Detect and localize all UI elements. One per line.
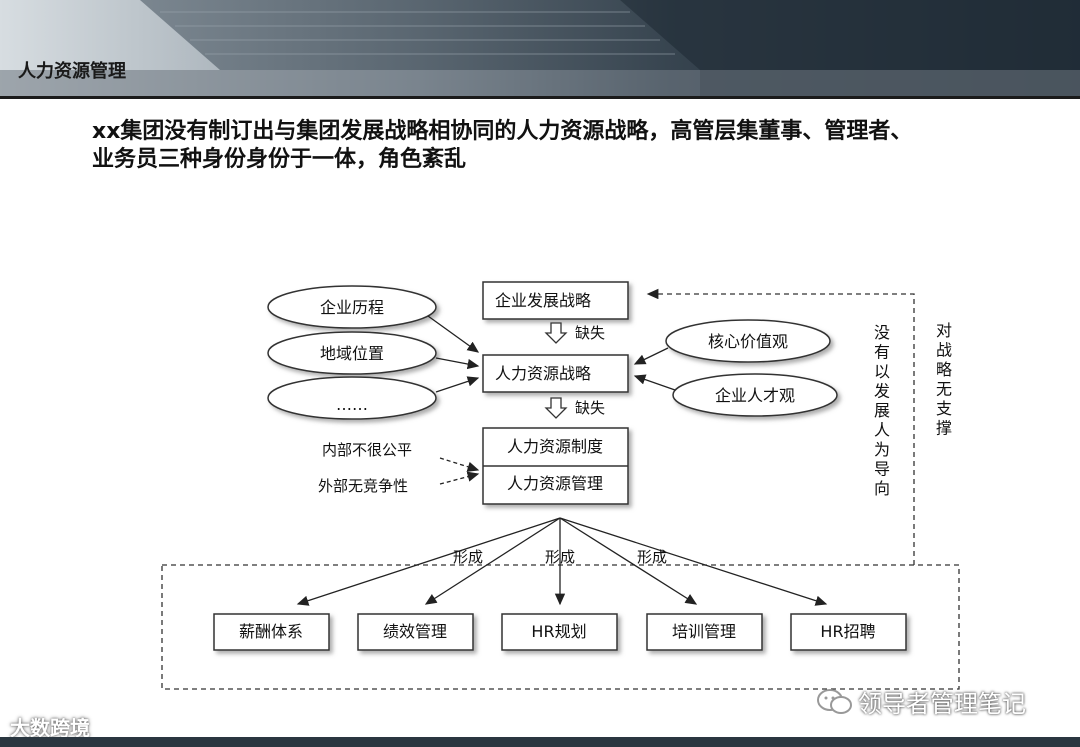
- footer-bar: [0, 737, 1080, 747]
- svg-text:企业发展战略: 企业发展战略: [495, 291, 591, 310]
- form-label: 形成: [637, 548, 667, 566]
- external-label: 外部无竞争性: [318, 477, 408, 495]
- arrow-location: [435, 357, 480, 370]
- branch-arrow: [424, 517, 561, 605]
- arrow-history: [427, 315, 480, 353]
- feedback-line: [646, 288, 915, 565]
- internal-label: 内部不很公平: [322, 441, 412, 459]
- box-enterprise-strategy: 企业发展战略: [482, 281, 629, 320]
- svg-text:HR招聘: HR招聘: [820, 622, 875, 641]
- ellipse-label: ……: [336, 395, 368, 414]
- svg-text:绩效管理: 绩效管理: [383, 622, 447, 641]
- box-compensation: 薪酬体系: [213, 613, 330, 651]
- vertical-text-no-support: 对战略无支撑: [936, 321, 952, 438]
- ellipse-label: 企业人才观: [715, 386, 795, 405]
- ellipse-core-values: 核心价值观: [665, 319, 831, 363]
- svg-text:人力资源制度: 人力资源制度: [507, 437, 603, 456]
- box-hr-system: 人力资源制度 人力资源管理: [482, 427, 629, 505]
- watermark-right: 领导者管理笔记: [816, 684, 1026, 719]
- wechat-icon: [817, 688, 852, 714]
- svg-text:人力资源管理: 人力资源管理: [507, 474, 603, 493]
- missing-label: 缺失: [575, 399, 605, 417]
- svg-text:培训管理: 培训管理: [672, 622, 736, 641]
- box-hr-planning: HR规划: [501, 613, 618, 651]
- missing-label: 缺失: [575, 324, 605, 342]
- header-divider: [0, 96, 1080, 99]
- ellipse-location: 地域位置: [267, 331, 437, 375]
- ellipse-company-history: 企业历程: [267, 285, 437, 329]
- laptop-photo: [0, 0, 1080, 98]
- box-performance: 绩效管理: [357, 613, 474, 651]
- box-hr-strategy: 人力资源战略: [482, 354, 629, 393]
- arrow-external: [439, 471, 480, 485]
- missing-arrow-1: 缺失: [544, 322, 605, 344]
- ellipse-label: 地域位置: [320, 344, 384, 363]
- form-label: 形成: [453, 548, 483, 566]
- vertical-text-no-people-orientation: 没有以发展人为导向: [874, 323, 890, 498]
- svg-text:人力资源战略: 人力资源战略: [495, 364, 591, 383]
- arrow-core-values: [633, 347, 669, 365]
- ellipse-etc: ……: [267, 376, 437, 420]
- heading-line-2: 业务员三种身份身份于一体，角色紊乱: [92, 147, 467, 172]
- branch-arrow: [559, 517, 698, 605]
- box-recruitment: HR招聘: [790, 613, 907, 651]
- ellipse-label: 企业历程: [320, 298, 384, 317]
- box-training: 培训管理: [646, 613, 763, 651]
- arrow-etc: [435, 376, 480, 393]
- ellipse-label: 核心价值观: [708, 332, 788, 351]
- watermark-left-text: 大数跨境: [10, 716, 90, 740]
- svg-text:HR规划: HR规划: [531, 622, 586, 641]
- svg-text:薪酬体系: 薪酬体系: [239, 622, 303, 641]
- header-banner: 人力资源管理: [0, 0, 1080, 98]
- watermark-left: 大数跨境: [10, 712, 90, 741]
- branch-arrow: [559, 517, 828, 606]
- watermark-right-text: 领导者管理笔记: [858, 690, 1026, 718]
- vertical-text: 对战略无支撑: [936, 321, 952, 438]
- arrow-talent-view: [633, 374, 676, 391]
- ellipse-talent-view: 企业人才观: [672, 373, 838, 417]
- missing-arrow-2: 缺失: [544, 397, 605, 419]
- header-title: 人力资源管理: [18, 61, 126, 82]
- vertical-text: 没有以发展人为导向: [874, 323, 890, 498]
- heading-line-1: xx集团没有制订出与集团发展战略相协同的人力资源战略，高管层集董事、管理者、: [92, 119, 913, 144]
- arrow-internal: [439, 457, 480, 472]
- form-label: 形成: [545, 548, 575, 566]
- page-heading: xx集团没有制订出与集团发展战略相协同的人力资源战略，高管层集董事、管理者、 业…: [92, 118, 1032, 174]
- branch-arrow: [296, 517, 561, 606]
